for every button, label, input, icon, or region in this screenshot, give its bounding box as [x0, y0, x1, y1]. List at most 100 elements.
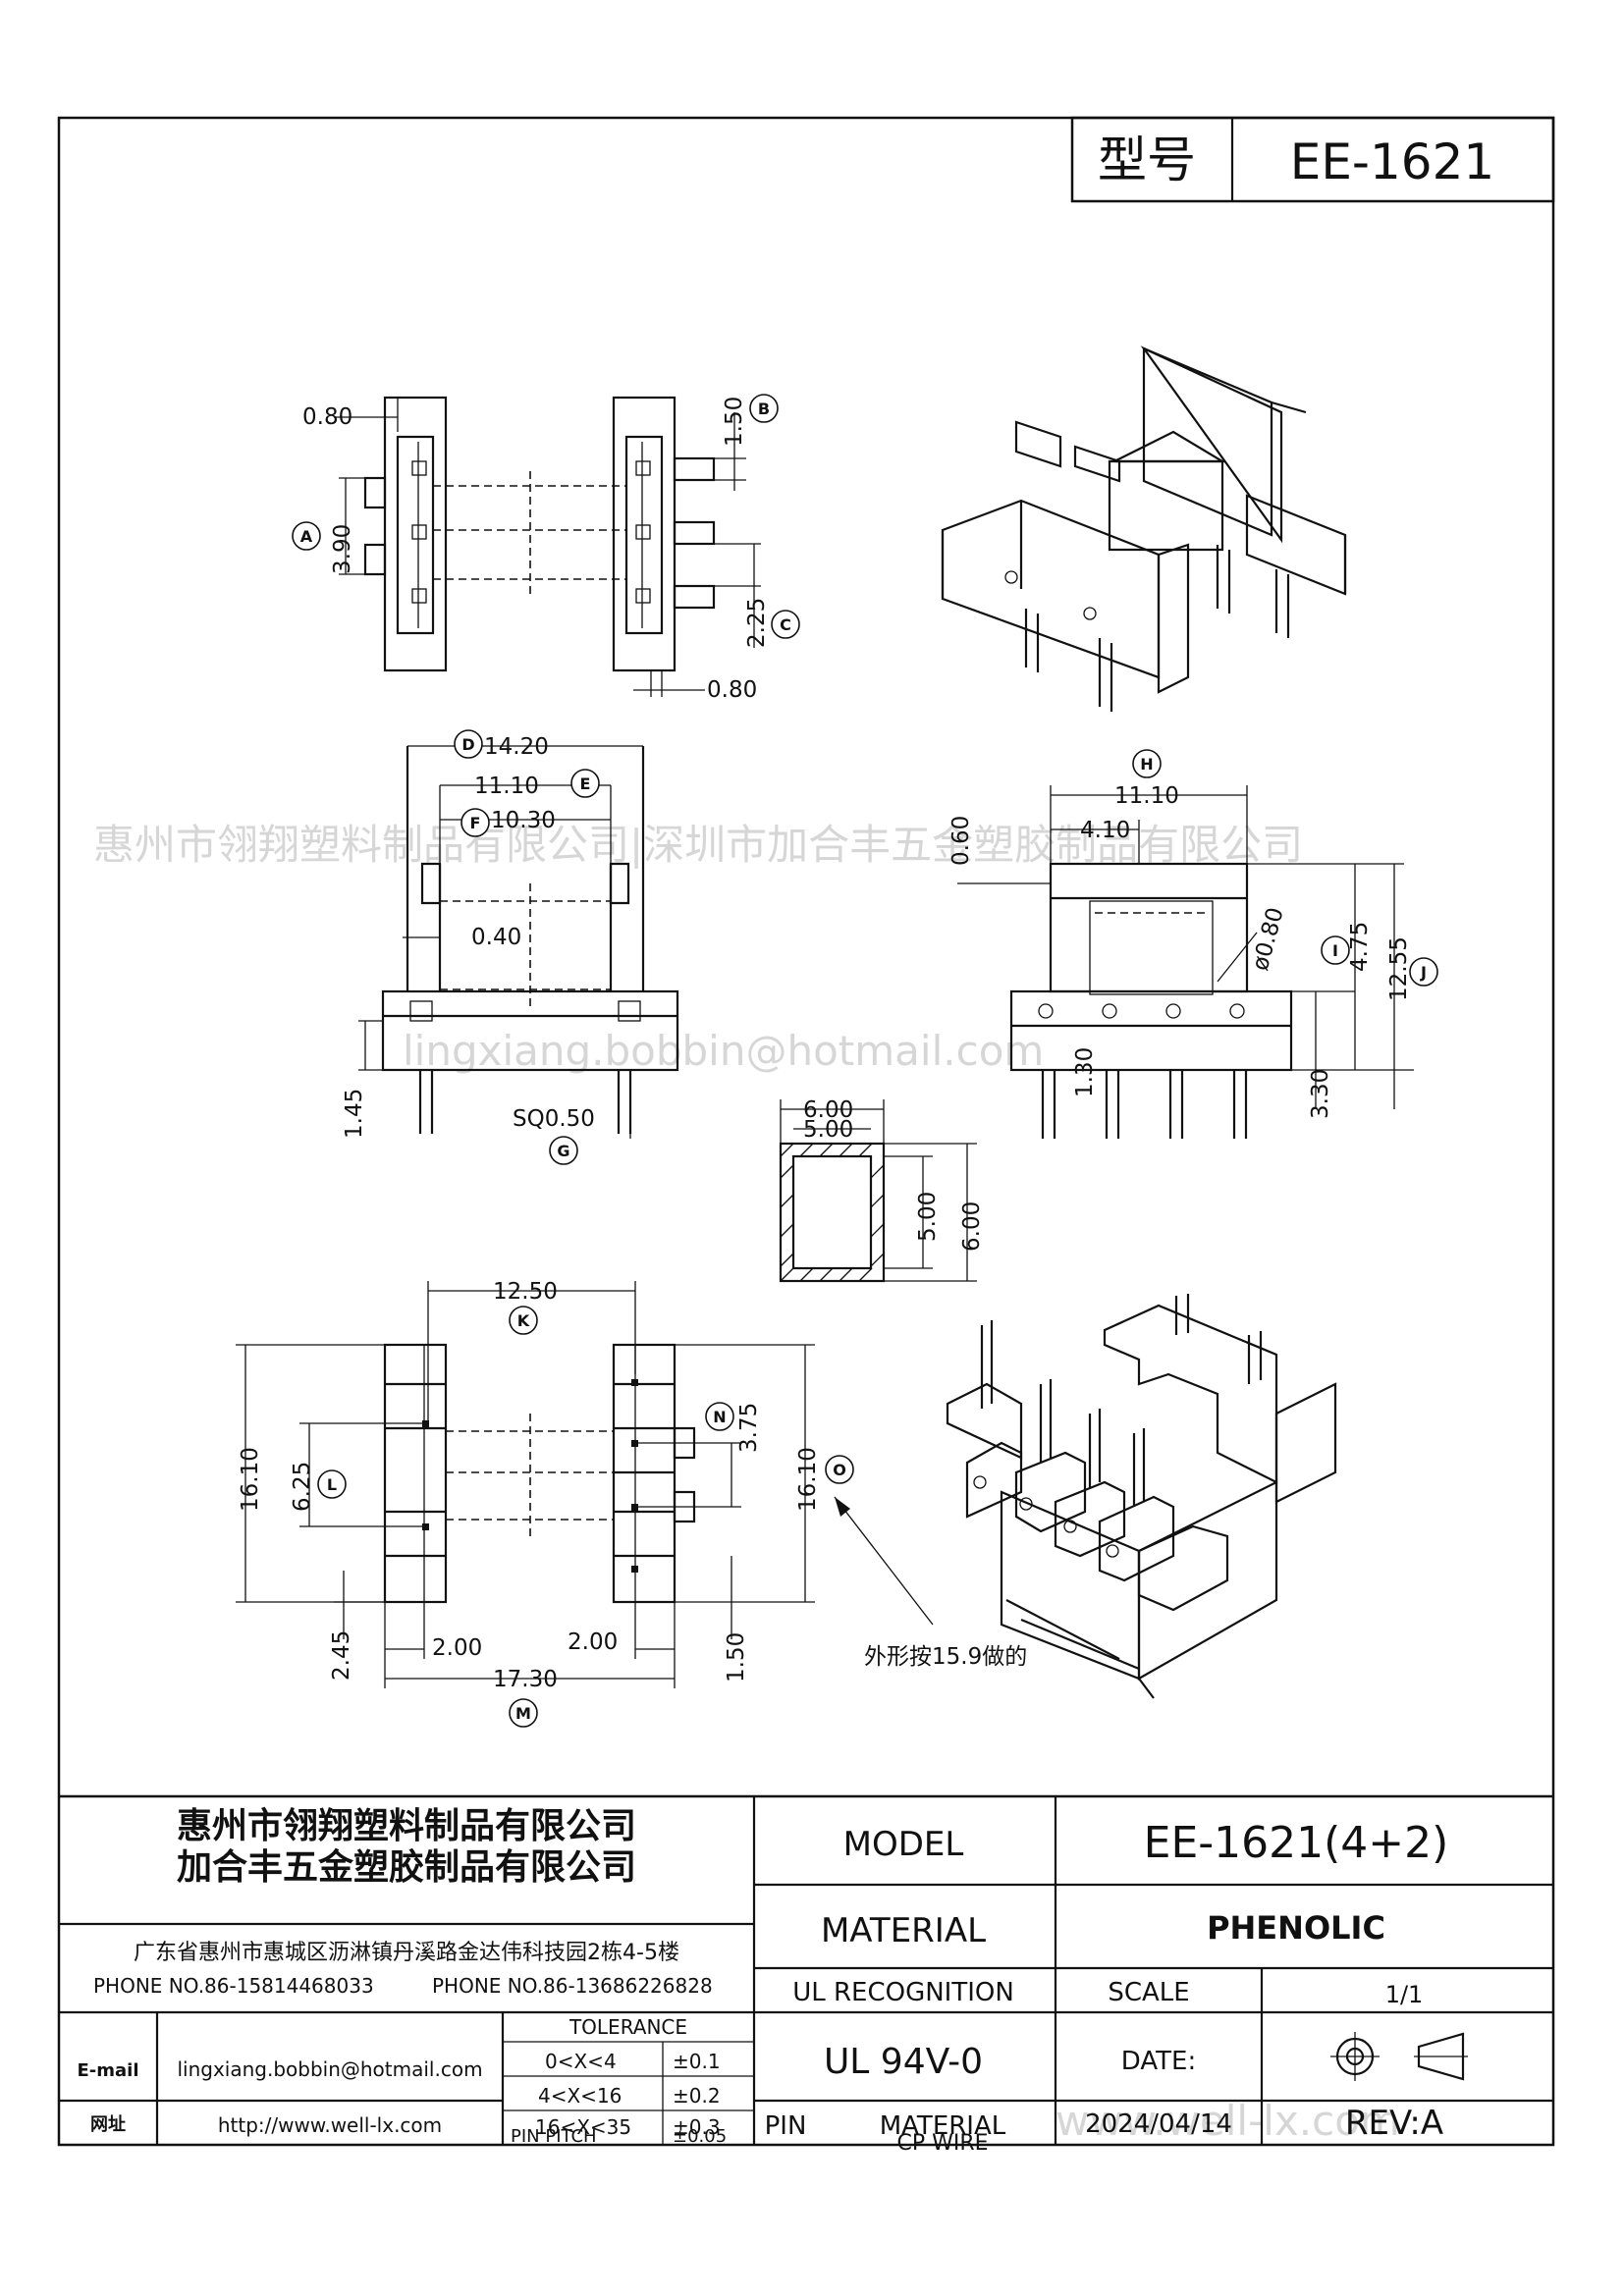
letter-j: J: [1420, 963, 1427, 982]
letter-f: F: [470, 814, 481, 832]
tolerance-value-2: ±0.2: [673, 2084, 721, 2108]
phone-2: PHONE NO.86-13686226828: [432, 1974, 713, 1998]
dim-bottom-4: 3.75: [736, 1403, 762, 1453]
side-view-drawing: [957, 785, 1414, 1139]
title-block: 惠州市翎翔塑料制品有限公司 加合丰五金塑胶制品有限公司 广东省惠州市惠城区沥淋镇…: [59, 1794, 1553, 2156]
revision: REV:A: [1345, 2104, 1443, 2143]
web-value: http://www.well-lx.com: [218, 2113, 442, 2137]
tolerance-range-1: 0<X<4: [545, 2050, 617, 2073]
letter-d: D: [461, 735, 474, 754]
dim-front-1: 14.20: [484, 734, 549, 760]
dim-bottom-10: 17.30: [493, 1667, 558, 1692]
dim-front-2: 11.10: [474, 774, 539, 799]
dim-bottom-8: 2.00: [568, 1629, 618, 1655]
letter-o: O: [833, 1461, 846, 1479]
dim-side-7: 1.30: [1072, 1047, 1098, 1097]
projection-symbol-icon: [1330, 2032, 1468, 2081]
header-type-label: 型号: [1098, 132, 1196, 188]
letter-i: I: [1332, 941, 1338, 960]
letter-n: N: [713, 1408, 726, 1426]
web-label: 网址: [90, 2114, 126, 2135]
model-value: EE-1621(4+2): [1144, 1818, 1449, 1868]
tolerance-value-1: ±0.1: [673, 2050, 721, 2073]
ul-label: UL RECOGNITION: [792, 1978, 1014, 2007]
material-label: MATERIAL: [821, 1911, 986, 1950]
section-view-drawing: [779, 1099, 977, 1283]
email-label: E-mail: [77, 2060, 138, 2081]
pin-material-label: MATERIAL: [880, 2111, 1006, 2141]
dim-side-4: ø0.80: [1248, 905, 1289, 974]
letter-l: L: [327, 1475, 337, 1494]
watermark-company-line: 惠州市翎翔塑料制品有限公司|深圳市加合丰五金塑胶制品有限公司: [93, 821, 1303, 869]
dim-side-6: 12.55: [1386, 936, 1412, 1001]
dim-top-4: 2.25: [744, 598, 770, 648]
section-view-dimensions: 6.00 5.00 5.00 6.00: [803, 1097, 985, 1252]
scale-label: SCALE: [1108, 1978, 1189, 2007]
watermark-email-line: lingxiang.bobbin@hotmail.com: [403, 1027, 1044, 1075]
date-label: DATE:: [1121, 2047, 1196, 2076]
header-model-box: 型号 EE-1621: [1070, 116, 1555, 203]
tolerance-range-2: 4<X<16: [538, 2084, 622, 2108]
dim-section-2: 5.00: [803, 1117, 853, 1143]
letter-b: B: [758, 400, 770, 418]
dim-bottom-6: 2.45: [329, 1630, 354, 1681]
side-view-dimensions: 11.10 4.10 0.60 ø0.80 4.75 12.55 1.30 3.…: [948, 749, 1438, 1119]
company-name-1: 惠州市翎翔塑料制品有限公司: [177, 1806, 636, 1846]
dim-side-5: 4.75: [1347, 922, 1373, 972]
letter-k: K: [517, 1311, 530, 1330]
bottom-view-drawing: [236, 1281, 934, 1688]
dim-top-3: 3.90: [330, 524, 355, 574]
letter-h: H: [1140, 755, 1153, 774]
email-value: lingxiang.bobbin@hotmail.com: [177, 2057, 482, 2081]
bottom-view-dimensions: 12.50 16.10 6.25 3.75 16.10 2.45 2.00 2.…: [238, 1279, 1027, 1728]
scale-value: 1/1: [1385, 1981, 1424, 2008]
front-view-dimensions: 14.20 11.10 10.30 0.40 1.45 SQ0.50 D E F…: [342, 729, 600, 1165]
top-view-drawing: [334, 396, 761, 697]
letter-c: C: [780, 615, 791, 634]
dim-section-1: 6.00: [803, 1097, 853, 1123]
dim-front-6: SQ0.50: [513, 1106, 595, 1132]
letter-m: M: [515, 1704, 531, 1723]
tolerance-title: TOLERANCE: [568, 2015, 687, 2039]
letter-a: A: [300, 527, 313, 546]
dim-top-2: 1.50: [722, 397, 747, 447]
letter-e: E: [580, 774, 591, 793]
material-value: PHENOLIC: [1207, 1909, 1385, 1947]
company-name-2: 加合丰五金塑胶制品有限公司: [177, 1846, 636, 1888]
dim-bottom-7: 2.00: [432, 1635, 482, 1661]
tolerance-value-3: ±0.3: [673, 2115, 721, 2139]
top-view-dimensions: 0.80 1.50 3.90 2.25 0.80 A B C: [292, 394, 800, 703]
dim-front-3: 10.30: [491, 808, 556, 833]
dim-side-8: 3.30: [1308, 1069, 1333, 1119]
dim-front-5: 1.45: [342, 1089, 367, 1139]
tolerance-range-3: 16<X<35: [535, 2115, 631, 2139]
dim-side-2: 4.10: [1080, 818, 1130, 843]
watermark-web-line: www.well-lx.com: [1056, 2097, 1400, 2145]
dim-bottom-3: 6.25: [290, 1462, 315, 1512]
outline-note: 外形按15.9做的: [864, 1644, 1027, 1670]
dim-bottom-2: 16.10: [238, 1447, 263, 1512]
tolerance-value-4: ±0.05: [673, 2126, 727, 2147]
company-address: 广东省惠州市惠城区沥淋镇丹溪路金达伟科技园2栋4-5楼: [134, 1941, 679, 1965]
tolerance-range-4: PIN PITCH: [511, 2126, 597, 2147]
phone-1: PHONE NO.86-15814468033: [93, 1974, 374, 1998]
dim-front-4: 0.40: [471, 925, 521, 950]
dim-bottom-5: 16.10: [795, 1447, 821, 1512]
dim-top-5: 0.80: [707, 677, 757, 703]
dim-top-1: 0.80: [302, 404, 352, 430]
iso-view-top: [941, 346, 1347, 712]
sheet-border: [57, 116, 1555, 2147]
dim-section-4: 6.00: [959, 1201, 985, 1252]
letter-g: G: [557, 1142, 569, 1160]
dim-bottom-9: 1.50: [724, 1632, 749, 1682]
iso-view-bottom: [946, 1294, 1337, 1699]
pin-label: PIN: [765, 2111, 807, 2141]
dim-section-3: 5.00: [915, 1192, 941, 1242]
dim-bottom-1: 12.50: [493, 1279, 558, 1305]
date-value: 2024/04/14: [1085, 2109, 1232, 2139]
dim-side-3: 0.60: [948, 816, 974, 866]
model-label: MODEL: [843, 1825, 964, 1864]
ul-value: UL 94V-0: [824, 2042, 983, 2082]
header-model-no: EE-1621: [1290, 133, 1494, 190]
